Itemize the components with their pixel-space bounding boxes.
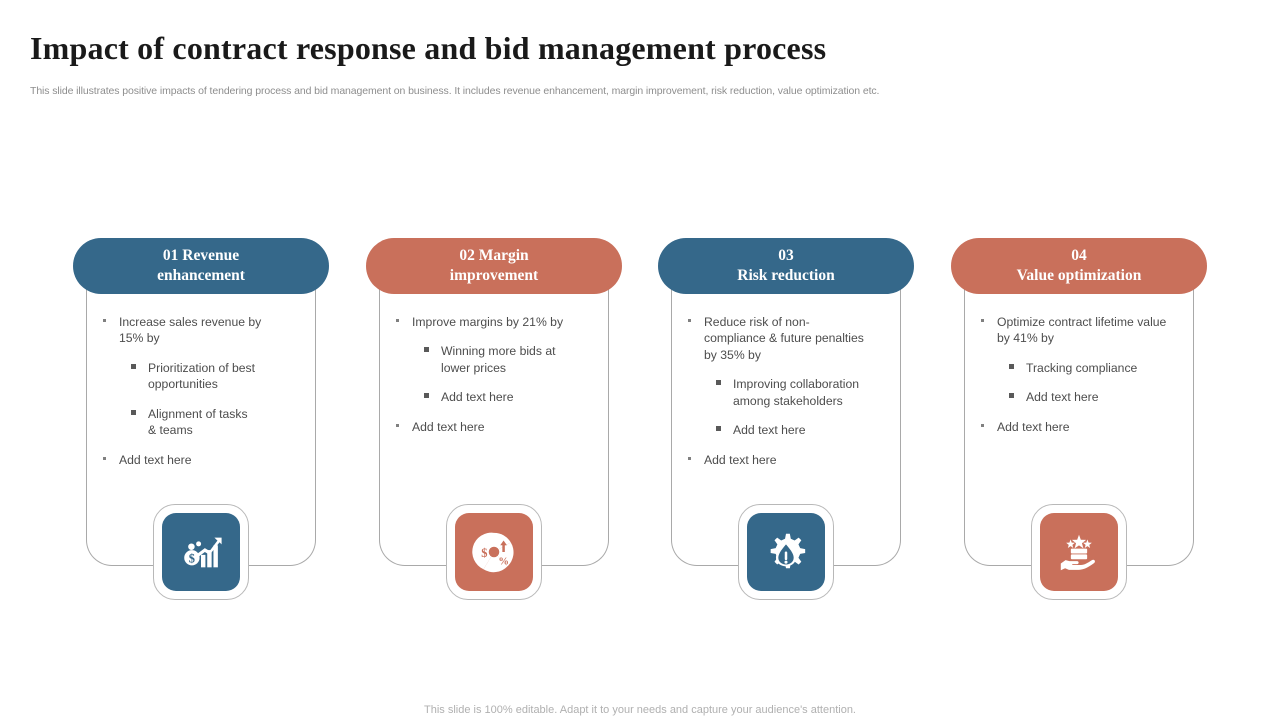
pie-chart-margin-icon: $ % <box>472 532 514 573</box>
card-icon-frame-03 <box>738 504 834 600</box>
bullet-item: Add text here <box>672 422 902 438</box>
bullet-marker-icon <box>716 380 721 386</box>
bullet-marker-icon <box>1009 363 1014 369</box>
bullet-item: Add text here <box>965 419 1195 435</box>
bullet-marker-icon <box>688 319 691 322</box>
card-bullet-list-01: Increase sales revenue by 15% by Prioriti… <box>87 314 317 481</box>
gear-warning-icon <box>770 533 806 569</box>
bullet-text: Add text here <box>733 423 806 438</box>
bullet-item: Increase sales revenue by 15% by <box>87 314 317 347</box>
bullet-item: Add text here <box>965 389 1195 405</box>
bullet-item: Add text here <box>87 452 317 468</box>
hand-holding-stars-icon <box>1040 513 1118 591</box>
bullet-marker-icon <box>981 319 984 322</box>
bullet-marker-icon <box>131 409 136 415</box>
bullet-text: Add text here <box>119 452 192 467</box>
bullet-marker-icon <box>396 319 399 322</box>
bullet-text: Add text here <box>1026 390 1099 405</box>
impact-card-01: Increase sales revenue by 15% by Prioriti… <box>73 238 329 618</box>
card-header-04[interactable]: 04 Value optimization <box>951 238 1207 294</box>
bullet-item: Improving collaboration among stakeholde… <box>672 376 902 409</box>
bullet-item: Optimize contract lifetime value by 41% … <box>965 314 1195 347</box>
bullet-marker-icon <box>396 423 399 427</box>
card-bullet-list-02: Improve margins by 21% by Winning more bi… <box>380 314 610 448</box>
bullet-item: Improve margins by 21% by <box>380 314 610 330</box>
gear-warning-icon <box>747 513 825 591</box>
bullet-item: Reduce risk of non- compliance & future … <box>672 314 902 363</box>
bullet-marker-icon <box>981 423 984 427</box>
bullet-marker-icon <box>131 363 136 369</box>
bullet-marker-icon <box>103 319 106 322</box>
bullet-item: Alignment of tasks & teams <box>87 406 317 439</box>
card-header-01[interactable]: 01 Revenue enhancement <box>73 238 329 294</box>
money-growth-chart-icon: $ <box>184 537 222 568</box>
bullet-text: Add text here <box>441 390 514 405</box>
hand-holding-stars-icon <box>1060 534 1095 571</box>
svg-text:$: $ <box>189 552 195 566</box>
bullet-text: Reduce risk of non- compliance & future … <box>704 315 864 362</box>
bullet-text: Add text here <box>997 419 1070 434</box>
impact-card-02: Improve margins by 21% by Winning more bi… <box>366 238 622 618</box>
bullet-text: Improving collaboration among stakeholde… <box>733 377 860 408</box>
slide-subtitle: This slide illustrates positive impacts … <box>30 85 880 97</box>
card-icon-frame-02: $ % <box>446 504 542 600</box>
bullet-text: Improve margins by 21% by <box>412 315 564 329</box>
bullet-item: Prioritization of best opportunities <box>87 360 317 393</box>
bullet-item: Add text here <box>380 389 610 405</box>
bullet-marker-icon <box>103 456 106 460</box>
bullet-marker-icon <box>1009 393 1014 399</box>
bullet-text: Increase sales revenue by 15% by <box>119 315 262 346</box>
bullet-text: Add text here <box>412 419 485 434</box>
svg-text:%: % <box>498 556 509 567</box>
pie-chart-margin-icon: $ % <box>455 513 533 591</box>
bullet-text: Alignment of tasks & teams <box>148 406 248 438</box>
bullet-item: Tracking compliance <box>965 360 1195 376</box>
bullet-text: Tracking compliance <box>1026 360 1138 375</box>
bullet-marker-icon <box>688 456 691 460</box>
page-title: Impact of contract response and bid mana… <box>30 30 827 66</box>
bullet-item: Winning more bids at lower prices <box>380 343 610 376</box>
money-growth-chart-icon: $ <box>162 513 240 591</box>
card-bullet-list-03: Reduce risk of non- compliance & future … <box>672 314 902 481</box>
footer-note: This slide is 100% editable. Adapt it to… <box>424 704 856 716</box>
card-icon-frame-01: $ <box>153 504 249 600</box>
bullet-item: Add text here <box>672 452 902 468</box>
bullet-marker-icon <box>716 426 721 432</box>
cards-container: Increase sales revenue by 15% by Prioriti… <box>73 238 1207 618</box>
bullet-text: Add text here <box>704 452 777 467</box>
bullet-item: Add text here <box>380 419 610 435</box>
bullet-text: Optimize contract lifetime value by 41% … <box>997 315 1167 346</box>
card-header-02[interactable]: 02 Margin improvement <box>366 238 622 294</box>
bullet-text: Winning more bids at lower prices <box>441 344 556 375</box>
card-header-03[interactable]: 03 Risk reduction <box>658 238 914 294</box>
bullet-text: Prioritization of best opportunities <box>148 360 256 392</box>
impact-card-03: Reduce risk of non- compliance & future … <box>658 238 914 618</box>
bullet-marker-icon <box>424 347 429 353</box>
card-heading: 03 Risk reduction <box>737 247 835 284</box>
svg-text:$: $ <box>481 546 487 560</box>
card-bullet-list-04: Optimize contract lifetime value by 41% … <box>965 314 1195 448</box>
card-heading: 02 Margin improvement <box>449 247 539 284</box>
card-heading: 01 Revenue enhancement <box>157 247 245 284</box>
card-heading: 04 Value optimization <box>1016 247 1142 284</box>
card-icon-frame-04 <box>1031 504 1127 600</box>
impact-card-04: Optimize contract lifetime value by 41% … <box>951 238 1207 618</box>
bullet-marker-icon <box>424 393 429 399</box>
